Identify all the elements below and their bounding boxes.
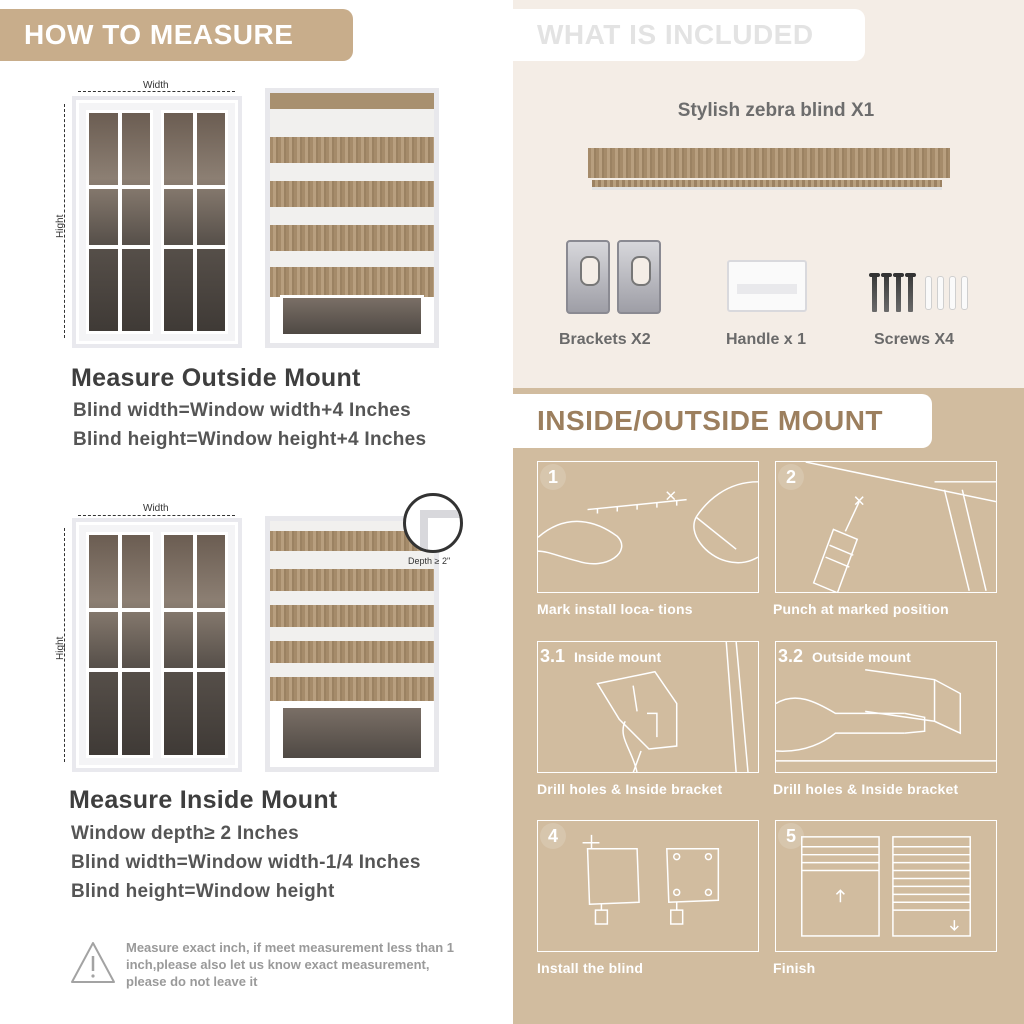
height-dimension-line [64, 528, 65, 762]
width-dimension-line [78, 515, 235, 516]
inside-outside-mount-banner: INSIDE/OUTSIDE MOUNT [513, 394, 932, 448]
screw-icon [905, 273, 916, 312]
step-1-panel: 1 [537, 461, 759, 593]
inside-mount-title: Measure Inside Mount [69, 786, 338, 814]
outside-mount-line: Blind width=Window width+4 Inches [73, 400, 412, 421]
install-blind-sketch [582, 834, 720, 925]
step-5-panel: 5 [775, 820, 997, 952]
part-label-screws: Screws X4 [874, 331, 955, 348]
drilling-sketch [805, 462, 996, 593]
step-number: 1 [540, 464, 566, 490]
screw-icon [893, 273, 904, 312]
inside-mount-line: Blind height=Window height [71, 881, 335, 902]
finished-blinds-sketch [801, 836, 971, 937]
outside-mount-title: Measure Outside Mount [71, 364, 361, 392]
inside-mount-line: Window depth≥ 2 Inches [71, 823, 299, 844]
depth-label: Depth ≥ 2" [408, 556, 451, 566]
step-caption: Drill holes & Inside bracket [773, 781, 959, 797]
step-number: 3.2 [778, 646, 804, 666]
step-caption: Mark install loca- tions [537, 601, 693, 617]
screw-icon [869, 273, 880, 312]
step-caption: Drill holes & Inside bracket [537, 781, 723, 797]
step-number: 2 [778, 464, 804, 490]
step-subtitle: Outside mount [812, 649, 911, 665]
step-2-panel: 2 [775, 461, 997, 593]
step-3-1-panel: 3.1 Inside mount [537, 641, 759, 773]
wall-anchor-icon [961, 276, 968, 310]
depth-detail-magnifier [403, 493, 463, 553]
step-number: 4 [540, 823, 566, 849]
wall-anchor-icon [925, 276, 932, 310]
inside-mount-blind-illustration [265, 516, 439, 772]
step-subtitle: Inside mount [574, 649, 662, 665]
wall-anchor-icon [937, 276, 944, 310]
step-4-panel: 4 [537, 820, 759, 952]
width-dimension-label: Width [143, 80, 169, 91]
height-dimension-line [64, 104, 65, 338]
bracket-icon [617, 240, 661, 314]
main-item-label: Stylish zebra blind X1 [677, 100, 875, 121]
how-to-measure-section: HOW TO MEASURE Width Hight Measure Outsi… [0, 9, 463, 989]
how-to-measure-banner: HOW TO MEASURE [0, 9, 353, 61]
bracket-icon [566, 240, 610, 314]
step-3-2-panel: 3.2 Outside mount [775, 641, 997, 773]
window-illustration [72, 518, 242, 772]
width-dimension-line [78, 91, 235, 92]
outside-mount-blind-illustration [265, 88, 439, 348]
step-number: 3.1 [540, 646, 566, 666]
step-caption: Punch at marked position [773, 601, 949, 617]
step-caption: Finish [773, 960, 816, 976]
window-illustration [72, 96, 242, 348]
marking-sketch [538, 481, 758, 565]
part-label-handle: Handle x 1 [726, 331, 807, 348]
width-dimension-label: Width [143, 503, 169, 514]
inside-bracket-sketch [596, 642, 749, 773]
warning-icon [71, 942, 115, 983]
zebra-blind-rail-image [588, 148, 950, 196]
outside-mount-line: Blind height=Window height+4 Inches [73, 429, 427, 450]
handle-icon [727, 260, 807, 312]
inside-mount-line: Blind width=Window width-1/4 Inches [71, 852, 421, 873]
part-label-brackets: Brackets X2 [559, 331, 651, 348]
height-dimension-label: Hight [55, 636, 66, 660]
step-number: 5 [778, 823, 804, 849]
screw-icon [881, 273, 892, 312]
measurement-warning-text: Measure exact inch, if meet measurement … [126, 940, 455, 989]
what-is-included-section [513, 0, 1024, 388]
height-dimension-label: Hight [55, 214, 66, 238]
inside-outside-mount-section [513, 388, 1024, 1024]
what-is-included-banner: WHAT IS INCLUDED [513, 9, 865, 61]
wall-anchor-icon [949, 276, 956, 310]
outside-bracket-sketch [776, 669, 996, 762]
step-caption: Install the blind [537, 960, 644, 976]
